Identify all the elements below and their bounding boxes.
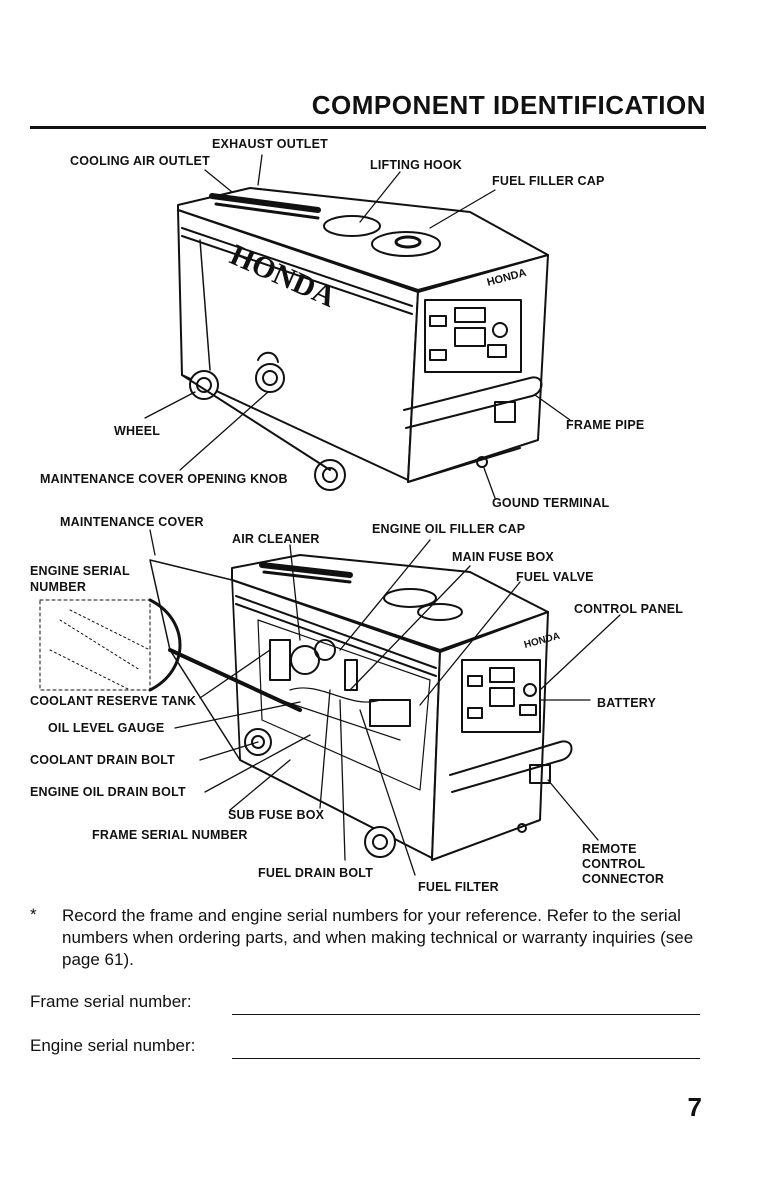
label-main-fuse-box: MAIN FUSE BOX — [452, 550, 554, 564]
label-battery: BATTERY — [597, 696, 657, 710]
bottom-leaders — [149, 529, 621, 876]
label-fuel-drain-bolt: FUEL DRAIN BOLT — [258, 866, 374, 880]
label-control-panel: CONTROL PANEL — [574, 602, 684, 616]
frame-serial-line — [232, 1014, 700, 1015]
page-number: 7 — [687, 1092, 702, 1122]
label-maintenance-cover: MAINTENANCE COVER — [60, 515, 204, 529]
label-remote-connector: CONNECTOR — [582, 872, 665, 886]
label-coolant-drain-bolt: COOLANT DRAIN BOLT — [30, 753, 176, 767]
label-sub-fuse-box: SUB FUSE BOX — [228, 808, 325, 822]
serial-note: Record the frame and engine serial numbe… — [62, 906, 694, 969]
engine-serial-label: Engine serial number: — [30, 1036, 196, 1055]
generator-diagrams: HONDA HONDA — [39, 154, 621, 876]
label-remote-control: CONTROL — [582, 857, 646, 871]
label-engine-oil-drain-bolt: ENGINE OIL DRAIN BOLT — [30, 785, 186, 799]
label-cooling-air-outlet: COOLING AIR OUTLET — [70, 154, 210, 168]
label-fuel-filler-cap: FUEL FILLER CAP — [492, 174, 605, 188]
top-leaders — [144, 154, 571, 499]
label-remote: REMOTE — [582, 842, 637, 856]
label-engine-serial-number: NUMBER — [30, 580, 87, 594]
label-frame-serial-number: FRAME SERIAL NUMBER — [92, 828, 248, 842]
label-wheel: WHEEL — [114, 424, 161, 438]
label-exhaust-outlet: EXHAUST OUTLET — [212, 137, 328, 151]
page-title: COMPONENT IDENTIFICATION — [311, 90, 706, 120]
top-generator-illustration: HONDA HONDA — [177, 187, 549, 491]
label-ground-terminal: GOUND TERMINAL — [492, 496, 610, 510]
label-frame-pipe: FRAME PIPE — [566, 418, 645, 432]
label-engine-oil-filler-cap: ENGINE OIL FILLER CAP — [372, 522, 526, 536]
bottom-generator-illustration: HONDA — [39, 554, 573, 861]
label-coolant-reserve-tank: COOLANT RESERVE TANK — [30, 694, 197, 708]
title-rule — [30, 126, 706, 129]
note-asterisk: * — [30, 905, 37, 924]
engine-serial-line — [232, 1058, 700, 1059]
label-lifting-hook: LIFTING HOOK — [370, 158, 462, 172]
label-fuel-filter: FUEL FILTER — [418, 880, 499, 894]
label-air-cleaner: AIR CLEANER — [232, 532, 320, 546]
label-fuel-valve: FUEL VALVE — [516, 570, 594, 584]
frame-serial-label: Frame serial number: — [30, 992, 192, 1011]
label-engine-serial: ENGINE SERIAL — [30, 564, 130, 578]
label-maintenance-cover-knob: MAINTENANCE COVER OPENING KNOB — [40, 472, 288, 486]
label-oil-level-gauge: OIL LEVEL GAUGE — [48, 721, 165, 735]
